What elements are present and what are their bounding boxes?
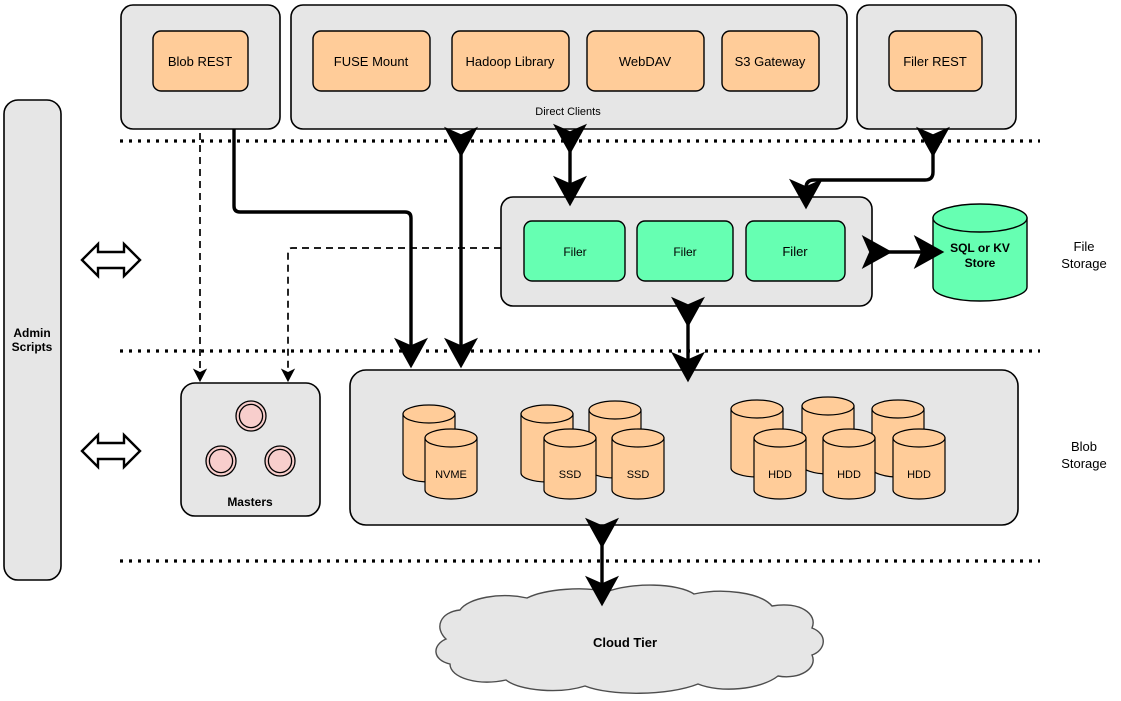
client-fuse-mount-label: FUSE Mount: [334, 54, 409, 69]
masters-label: Masters: [227, 495, 273, 509]
client-webdav-label: WebDAV: [619, 54, 672, 69]
disk-ssd-2-front[interactable]: [611, 428, 665, 500]
tier-label-file-line1: File: [1074, 239, 1095, 254]
master-node-2-inner-ring: [208, 448, 234, 474]
admin-scripts-panel[interactable]: [3, 99, 62, 581]
metastore-label-line1: SQL or KV: [950, 241, 1010, 255]
admin-scripts-label-line1: Admin: [13, 326, 50, 340]
client-blob-rest[interactable]: [152, 30, 249, 92]
filer-node-2-label: Filer: [673, 245, 696, 259]
client-s3-gateway-label: S3 Gateway: [735, 54, 806, 69]
metastore-cylinder[interactable]: [932, 203, 1028, 302]
client-filer-rest-label: Filer REST: [903, 54, 967, 69]
disk-ssd-2-label: SSD: [627, 469, 650, 481]
filer-node-2[interactable]: [636, 220, 734, 282]
client-hadoop-library-label: Hadoop Library: [466, 54, 555, 69]
client-webdav[interactable]: [586, 30, 705, 92]
filer-to-masters-dashed: [280, 247, 501, 383]
masters-group: [180, 382, 321, 517]
disk-nvme-label: NVME: [435, 469, 467, 481]
filer-rest-to-filer-connector: [789, 126, 950, 210]
filer-node-1[interactable]: [523, 220, 626, 282]
master-node-1-inner-ring: [238, 403, 264, 429]
direct-clients-label: Direct Clients: [535, 106, 601, 118]
cloud-tier-label: Cloud Tier: [593, 635, 657, 650]
filer-node-1-label: Filer: [563, 245, 586, 259]
client-s3-gateway[interactable]: [721, 30, 820, 92]
filer-node-3[interactable]: [745, 220, 846, 282]
client-fuse-mount[interactable]: [312, 30, 431, 92]
admin-to-file-arrow: [80, 241, 142, 279]
tier-label-file-line2: Storage: [1061, 256, 1107, 271]
metastore-label-line2: Store: [965, 256, 996, 270]
cloud-tier-shape[interactable]: [435, 584, 824, 694]
client-blob-rest-label: Blob REST: [168, 54, 232, 69]
tier-label-blob-line1: Blob: [1071, 439, 1097, 454]
disk-hdd-2-front[interactable]: [822, 428, 876, 500]
client-hadoop-library[interactable]: [451, 30, 570, 92]
admin-scripts-label-line2: Scripts: [12, 340, 53, 354]
filer-node-3-label: Filer: [782, 244, 808, 259]
disk-hdd-3-front[interactable]: [892, 428, 946, 500]
disk-hdd-2-label: HDD: [837, 469, 861, 481]
disk-hdd-3-label: HDD: [907, 469, 931, 481]
disk-ssd-1-label: SSD: [559, 469, 582, 481]
disk-nvme-front[interactable]: [424, 428, 478, 500]
disk-ssd-1-front[interactable]: [543, 428, 597, 500]
master-node-3-inner-ring: [267, 448, 293, 474]
disk-hdd-1-front[interactable]: [753, 428, 807, 500]
admin-to-blob-arrow: [80, 432, 142, 470]
disk-hdd-1-label: HDD: [768, 469, 792, 481]
blob-rest-to-volume-connector: [232, 129, 428, 369]
client-filer-rest[interactable]: [888, 30, 983, 92]
tier-label-blob-line2: Storage: [1061, 456, 1107, 471]
